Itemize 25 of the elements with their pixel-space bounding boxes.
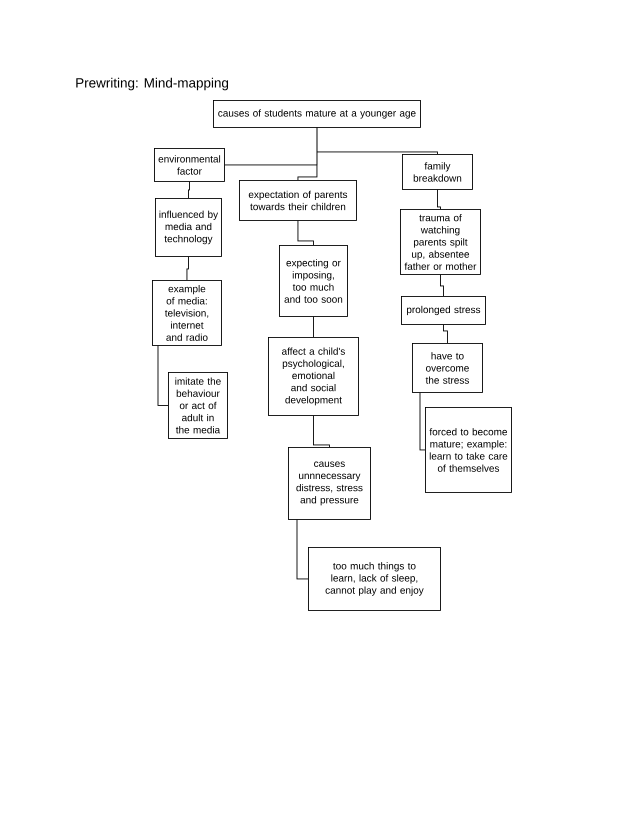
- connector-line: [186, 256, 189, 280]
- text-box: influenced by media and technology: [155, 198, 222, 257]
- text-box: causes of students mature at a younger age: [213, 100, 421, 128]
- text-box: environmental factor: [154, 148, 225, 182]
- text-box: have to overcome the stress: [412, 343, 483, 393]
- text-box: causes unnnecessary distress, stress and pressure: [288, 447, 371, 520]
- text-box: imitate the behaviour or act of adult in the media: [168, 372, 228, 439]
- connector-line: [313, 316, 314, 338]
- text-box: prolonged stress: [401, 296, 486, 325]
- connector-line: [313, 415, 330, 448]
- connector-line: [316, 127, 438, 154]
- connector-line: [440, 274, 444, 296]
- text-box: expecting or imposing, too much and too soon: [279, 245, 348, 317]
- text-box: too much things to learn, lack of sleep, cannot play and enjoy: [308, 547, 441, 611]
- text-box: family breakdown: [402, 154, 473, 190]
- text-box: expectation of parents towards their children: [239, 180, 357, 221]
- text-box: example of media: television, internet and radio: [152, 280, 222, 346]
- connector-line: [437, 189, 441, 210]
- connector-line: [188, 181, 190, 198]
- connector-line: [443, 324, 448, 344]
- connector-line: [298, 220, 314, 246]
- text-box: trauma of watching parents spilt up, absentee father or mother: [400, 209, 481, 275]
- text-box: forced to become mature; example: learn to take care of themselves: [425, 407, 512, 493]
- title: Prewriting: Mind-mapping: [76, 78, 228, 90]
- text-box: affect a child's psychological, emotional and social development: [268, 337, 359, 416]
